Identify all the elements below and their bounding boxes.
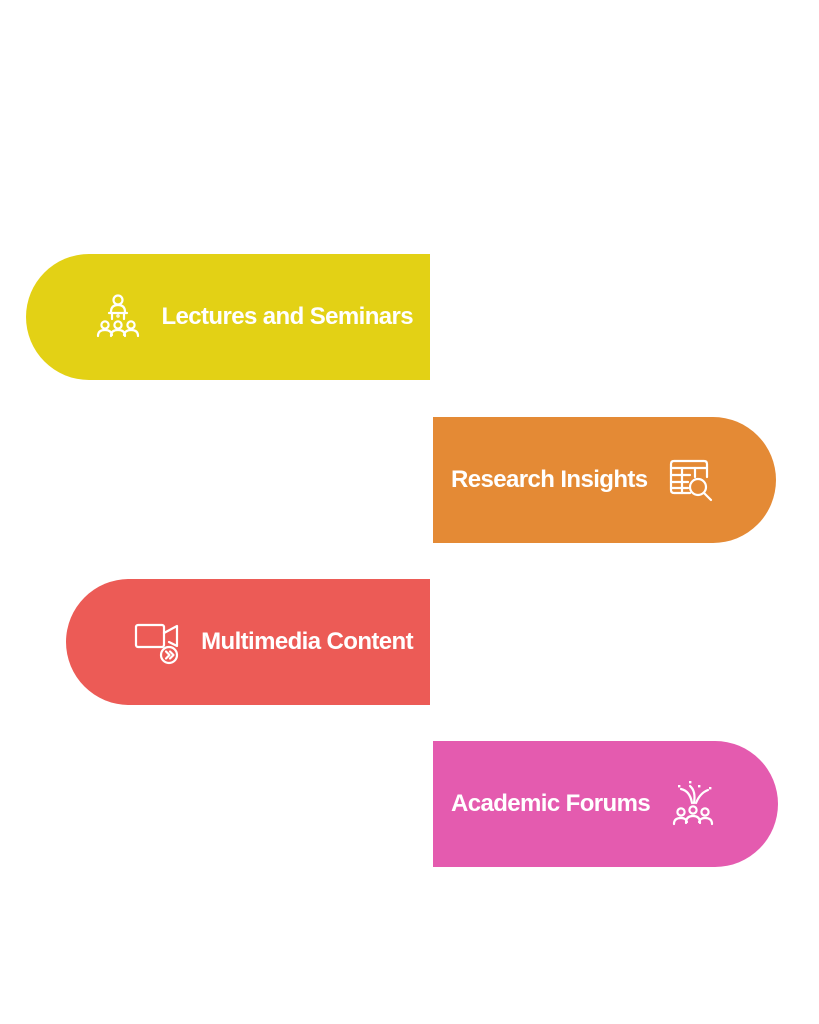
pill-academic-forums: Academic Forums <box>433 741 778 867</box>
table-search-icon <box>666 455 716 505</box>
pill-lectures-and-seminars: Lectures and Seminars <box>26 254 430 380</box>
pill-label: Lectures and Seminars <box>161 303 413 330</box>
pill-label: Academic Forums <box>451 790 651 817</box>
video-camera-play-icon <box>133 617 183 667</box>
pill-research-insights: Research Insights <box>433 417 776 543</box>
pill-label: Multimedia Content <box>201 628 413 655</box>
group-discussion-icon <box>668 779 718 829</box>
pill-label: Research Insights <box>451 466 648 493</box>
pill-multimedia-content: Multimedia Content <box>66 579 430 705</box>
lecture-audience-icon <box>93 292 143 342</box>
